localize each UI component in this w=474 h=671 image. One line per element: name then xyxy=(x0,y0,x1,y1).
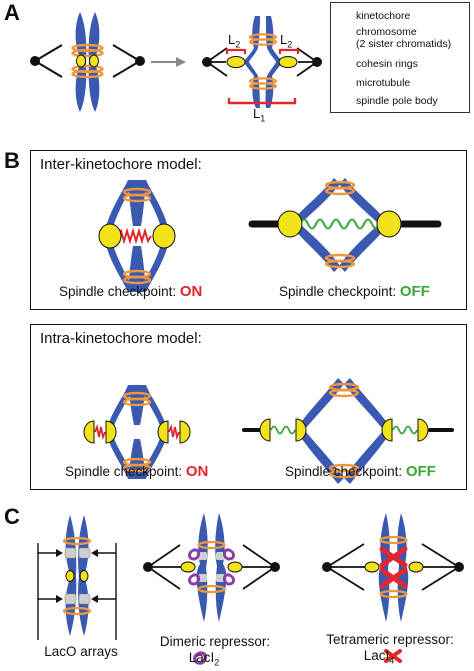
legend-kinetochore-label: kinetochore xyxy=(356,10,411,22)
intra-kinetochore-box: Intra-kinetochore model: Spindle checkpo… xyxy=(30,324,467,490)
intra-checkpoint-on: Spindle checkpoint: ON xyxy=(65,463,209,480)
l2-right-label: L2 xyxy=(280,32,293,50)
panel-b-label: B xyxy=(4,148,20,173)
panel-a-l2-right-bracket xyxy=(278,48,300,54)
l1-label: L1 xyxy=(253,106,266,124)
legend-microtubule-label: microtubule xyxy=(356,77,411,89)
l2-left-label: L2 xyxy=(228,32,241,50)
inter-kinetochore-box: Inter-kinetochore model: Spindle checkpo… xyxy=(30,150,467,310)
panel-a-l1-bracket xyxy=(227,98,297,105)
inter-state-on: ON xyxy=(179,283,203,300)
laci4-caption-icon xyxy=(384,649,402,663)
panel-a-chromosome-unattached xyxy=(30,12,145,112)
inter-off-diagram xyxy=(248,178,442,272)
panel-a-arrow xyxy=(151,57,186,67)
intra-off-diagram xyxy=(242,378,454,484)
laci2-dimer-icon xyxy=(188,548,235,586)
legend-spindle-pole-label: spindle pole body xyxy=(356,95,438,107)
legend-chromosome-sublabel: (2 sister chromatids) xyxy=(356,38,452,50)
dimeric-caption: Dimeric repressor: LacI2 xyxy=(159,634,271,668)
laci4-tetramer-icon xyxy=(379,546,408,589)
legend-chromosome-label: chromosome xyxy=(356,26,417,38)
inter-model-title: Inter-kinetochore model: xyxy=(40,156,202,173)
inter-checkpoint-off: Spindle checkpoint: OFF xyxy=(279,283,430,300)
intra-model-title: Intra-kinetochore model: xyxy=(40,330,202,347)
laco-chromosome xyxy=(37,515,117,640)
panel-a-label: A xyxy=(4,0,20,25)
panel-a-l2-left-bracket xyxy=(225,48,247,54)
inter-checkpoint-on: Spindle checkpoint: ON xyxy=(59,283,203,300)
inter-state-off: OFF xyxy=(399,283,430,300)
dimeric-chromosome xyxy=(143,513,280,622)
inter-on-diagram xyxy=(98,180,176,292)
panel-c-label: C xyxy=(4,504,20,529)
panel-a-chromosome-bioriented xyxy=(202,16,322,108)
laci2-caption-icon xyxy=(193,651,208,665)
tetrameric-caption: Tetrameric repressor: LacI4 xyxy=(326,632,454,666)
intra-on-diagram xyxy=(83,385,191,479)
intra-state-on: ON xyxy=(185,463,209,480)
legend: kinetochore chromosome (2 sister chromat… xyxy=(330,2,470,113)
intra-state-off: OFF xyxy=(405,463,436,480)
tetrameric-chromosome xyxy=(322,513,464,622)
intra-checkpoint-off: Spindle checkpoint: OFF xyxy=(285,463,436,480)
laco-caption: LacO arrays xyxy=(44,644,118,659)
legend-cohesin-label: cohesin rings xyxy=(356,58,418,70)
